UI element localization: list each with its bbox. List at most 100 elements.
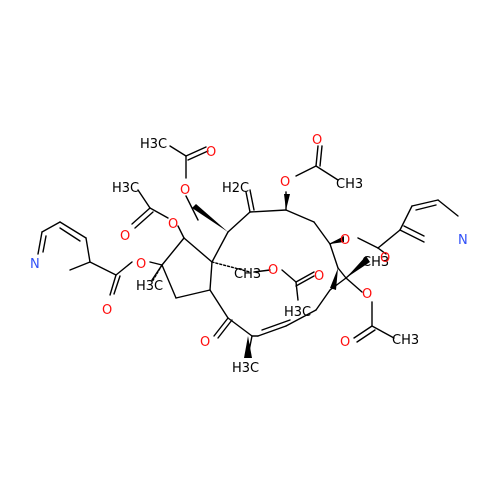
bond [295, 165, 317, 177]
bond [319, 145, 323, 167]
bond [315, 289, 331, 311]
bond [59, 227, 81, 242]
ester-oxygen: O [180, 183, 190, 198]
bond [249, 189, 255, 211]
bond [329, 243, 339, 269]
methyl-label: CH3 [234, 267, 261, 282]
wedge-bond [284, 194, 290, 210]
pyridine-nitrogen-right: N [458, 233, 468, 248]
bond [89, 261, 117, 276]
bond [285, 209, 315, 223]
methyl-label: H3C [112, 181, 139, 196]
bond [295, 271, 315, 283]
carbonyl-oxygen: O [206, 145, 216, 160]
ketone-oxygen: O [200, 335, 210, 350]
bond [403, 225, 425, 237]
bond [161, 264, 177, 299]
bond [411, 199, 439, 207]
bond [149, 261, 163, 266]
bond [217, 319, 233, 339]
bond [209, 261, 213, 291]
bond [109, 274, 117, 296]
stereo-bonds [151, 194, 370, 358]
bond [42, 235, 47, 253]
bond [227, 211, 251, 233]
ester-oxygen: O [340, 233, 350, 248]
ester-oxygen: O [168, 217, 178, 232]
bond [37, 231, 43, 255]
bond [437, 199, 459, 217]
bond [285, 309, 317, 327]
carbonyl-oxygen: O [102, 303, 112, 318]
atom-labels: H3C H3C H2C CH3 H3C CH3 CH3 H3C CH3 H3C … [30, 133, 468, 376]
carbonyl-oxygen: O [340, 335, 350, 350]
bond [399, 205, 413, 231]
bond [313, 221, 331, 245]
methyl-label: CH3 [362, 255, 389, 270]
bond [281, 269, 297, 283]
bond [357, 237, 379, 249]
bond [41, 221, 61, 233]
methyl-label: H3C [284, 305, 311, 320]
bond [149, 207, 169, 219]
carbonyl-oxygen: O [380, 251, 390, 266]
bond [253, 269, 271, 273]
bond [353, 325, 373, 339]
ester-oxygen: O [136, 257, 146, 272]
bond [134, 211, 154, 229]
bond [209, 289, 229, 319]
bond [337, 267, 347, 279]
wedge-bond [192, 204, 228, 232]
bond-layer [37, 145, 459, 357]
bond [227, 317, 253, 337]
bond [257, 325, 287, 337]
bond [345, 277, 363, 293]
bond [131, 207, 151, 225]
ester-oxygen: O [280, 175, 290, 190]
methylene-label: H2C [222, 181, 249, 196]
bond [371, 325, 395, 339]
bond [161, 237, 185, 266]
bond [295, 281, 299, 301]
ester-oxygen: O [268, 263, 278, 278]
bond [399, 229, 425, 243]
ester-oxygen: O [362, 287, 372, 302]
bond [211, 231, 229, 263]
bond [245, 191, 251, 213]
hash-bond [151, 264, 163, 283]
bond [377, 229, 401, 249]
wedge-bond [330, 236, 344, 244]
bond [315, 165, 339, 181]
methyl-label: H3C [232, 361, 259, 376]
bond [415, 204, 437, 211]
methyl-label: H3C [140, 137, 167, 152]
bond [295, 275, 315, 287]
bond [183, 237, 213, 263]
carbonyl-oxygen: O [312, 133, 322, 148]
bond [315, 145, 319, 167]
bond [175, 289, 211, 299]
methyl-label: H3C [136, 279, 163, 294]
wedge-bond [330, 268, 338, 290]
bond [59, 221, 87, 239]
carbonyl-oxygen: O [120, 229, 130, 244]
bond [249, 209, 287, 213]
bond [356, 329, 376, 343]
hash-bond [211, 261, 251, 273]
bond [85, 237, 91, 263]
pyridine-nitrogen-left: N [30, 257, 40, 272]
bond [177, 225, 185, 239]
methyl-label: CH3 [336, 177, 363, 192]
bond [377, 247, 387, 255]
bond [213, 317, 229, 337]
methyl-label: CH3 [392, 333, 419, 348]
bond [185, 146, 207, 157]
wedge-bond [244, 336, 252, 358]
bond [115, 261, 133, 276]
bond [261, 319, 291, 331]
carbonyl-oxygen: O [314, 269, 324, 284]
bond [137, 189, 151, 209]
bond [169, 145, 187, 157]
bond [187, 150, 209, 161]
